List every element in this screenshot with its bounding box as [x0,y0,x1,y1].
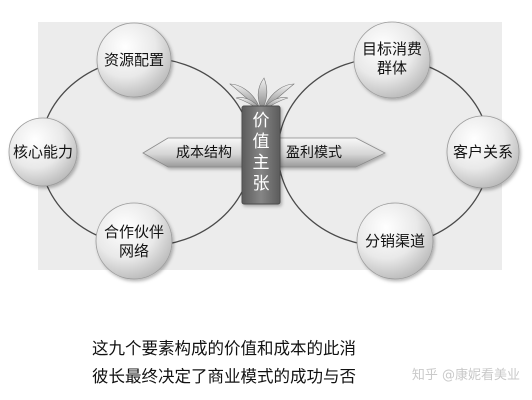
value-proposition-label: 价 值 主 张 [244,111,278,195]
profit-model-label: 盈利模式 [286,145,342,161]
node-target-customers-label: 目标消费 群体 [361,40,422,77]
node-resources-circle [96,22,172,98]
value-proposition-char: 价 [252,111,270,131]
watermark: 知乎 @康妮看美业 [411,368,520,383]
node-partners-label: 合作伙伴 网络 [103,223,164,260]
caption-line-2: 彼长最终决定了商业模式的成功与否 [92,367,356,386]
node-customer-relations-circle [446,115,520,189]
node-core-capability-label: 核心能力 [12,143,73,161]
node-channels-label: 分销渠道 [364,232,425,250]
node-resources-label: 资源配置 [103,51,164,69]
value-proposition-char: 值 [252,132,270,152]
value-proposition-char: 张 [252,174,270,194]
node-target-customers-circle [353,21,431,99]
sprout-ornament [229,77,295,109]
value-proposition-char: 主 [252,153,270,173]
node-partners-circle [95,202,173,280]
node-channels-circle [356,202,434,280]
node-core-capability-circle [8,117,78,187]
node-customer-relations-label: 客户关系 [452,143,513,161]
cost-structure-label: 成本结构 [176,145,232,161]
value-proposition-box [241,105,281,205]
caption-line-1: 这九个要素构成的价值和成本的此消 [92,339,356,358]
